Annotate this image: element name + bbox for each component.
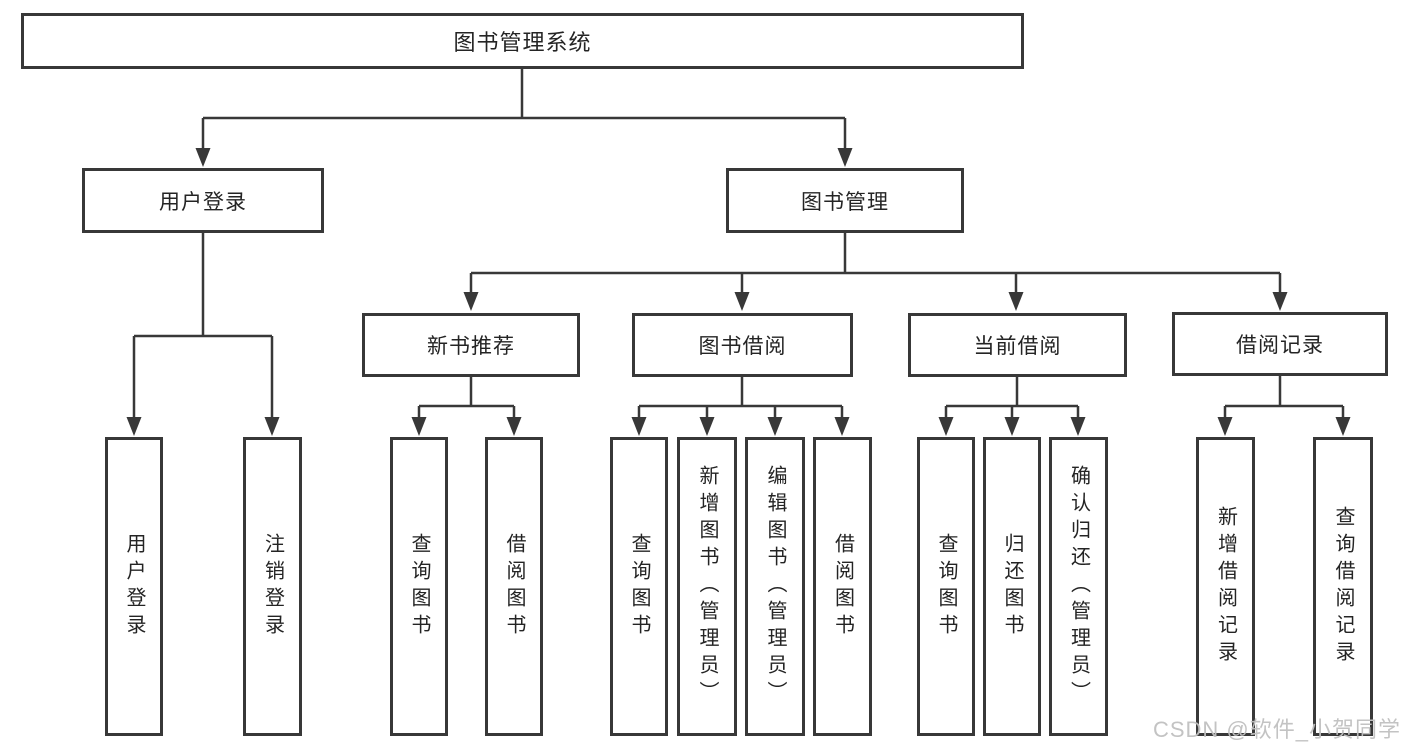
leaf-current-confirm-return-admin-label: 确认归还（管理员）: [1067, 465, 1090, 708]
arrowheads: [126, 148, 1351, 436]
leaf-current-query-books-label: 查询图书: [935, 532, 957, 641]
node-root-label: 图书管理系统: [453, 30, 592, 55]
leaf-logout-label: 注销登录: [261, 532, 284, 641]
node-user-login-label: 用户登录: [159, 190, 247, 214]
leaf-borrow-add-books-admin: 新增图书（管理员）: [677, 437, 737, 736]
leaf-current-return-books: 归还图书: [983, 437, 1041, 736]
leaf-logout: 注销登录: [243, 437, 302, 736]
node-new-book-recommend: 新书推荐: [362, 313, 580, 377]
leaf-recommend-query-books-label: 查询图书: [408, 532, 430, 641]
leaf-borrow-edit-books-admin: 编辑图书（管理员）: [745, 437, 805, 736]
leaf-borrow-borrow-books-label: 借阅图书: [831, 532, 854, 641]
node-book-borrow: 图书借阅: [632, 313, 853, 377]
node-borrow-records-label: 借阅记录: [1236, 334, 1324, 357]
leaf-borrow-query-books-label: 查询图书: [628, 532, 650, 641]
leaf-records-add-record-label: 新增借阅记录: [1214, 505, 1237, 668]
leaf-records-query-record: 查询借阅记录: [1313, 437, 1373, 736]
leaf-user-login-label: 用户登录: [123, 532, 145, 641]
leaf-user-login: 用户登录: [105, 437, 163, 736]
leaf-borrow-add-books-admin-label: 新增图书（管理员）: [696, 465, 718, 708]
node-borrow-records: 借阅记录: [1172, 312, 1388, 376]
node-user-login: 用户登录: [82, 168, 324, 233]
leaf-borrow-borrow-books: 借阅图书: [813, 437, 872, 736]
leaf-current-return-books-label: 归还图书: [1001, 532, 1023, 641]
node-book-management: 图书管理: [726, 168, 964, 233]
leaf-recommend-query-books: 查询图书: [390, 437, 448, 736]
node-current-borrow: 当前借阅: [908, 313, 1127, 377]
node-new-book-recommend-label: 新书推荐: [427, 335, 515, 358]
leaf-recommend-borrow-books-label: 借阅图书: [503, 532, 525, 641]
node-root: 图书管理系统: [21, 13, 1024, 69]
node-current-borrow-label: 当前借阅: [973, 335, 1062, 358]
leaf-recommend-borrow-books: 借阅图书: [485, 437, 543, 736]
node-book-management-label: 图书管理: [801, 190, 889, 214]
leaf-current-query-books: 查询图书: [917, 437, 975, 736]
csdn-watermark: CSDN @软件_小贺同学: [1152, 717, 1401, 742]
leaf-borrow-edit-books-admin-label: 编辑图书（管理员）: [764, 465, 786, 708]
node-book-borrow-label: 图书借阅: [698, 335, 787, 358]
leaf-records-query-record-label: 查询借阅记录: [1332, 505, 1354, 668]
leaf-current-confirm-return-admin: 确认归还（管理员）: [1049, 437, 1108, 736]
leaf-borrow-query-books: 查询图书: [610, 437, 668, 736]
leaf-records-add-record: 新增借阅记录: [1196, 437, 1255, 736]
